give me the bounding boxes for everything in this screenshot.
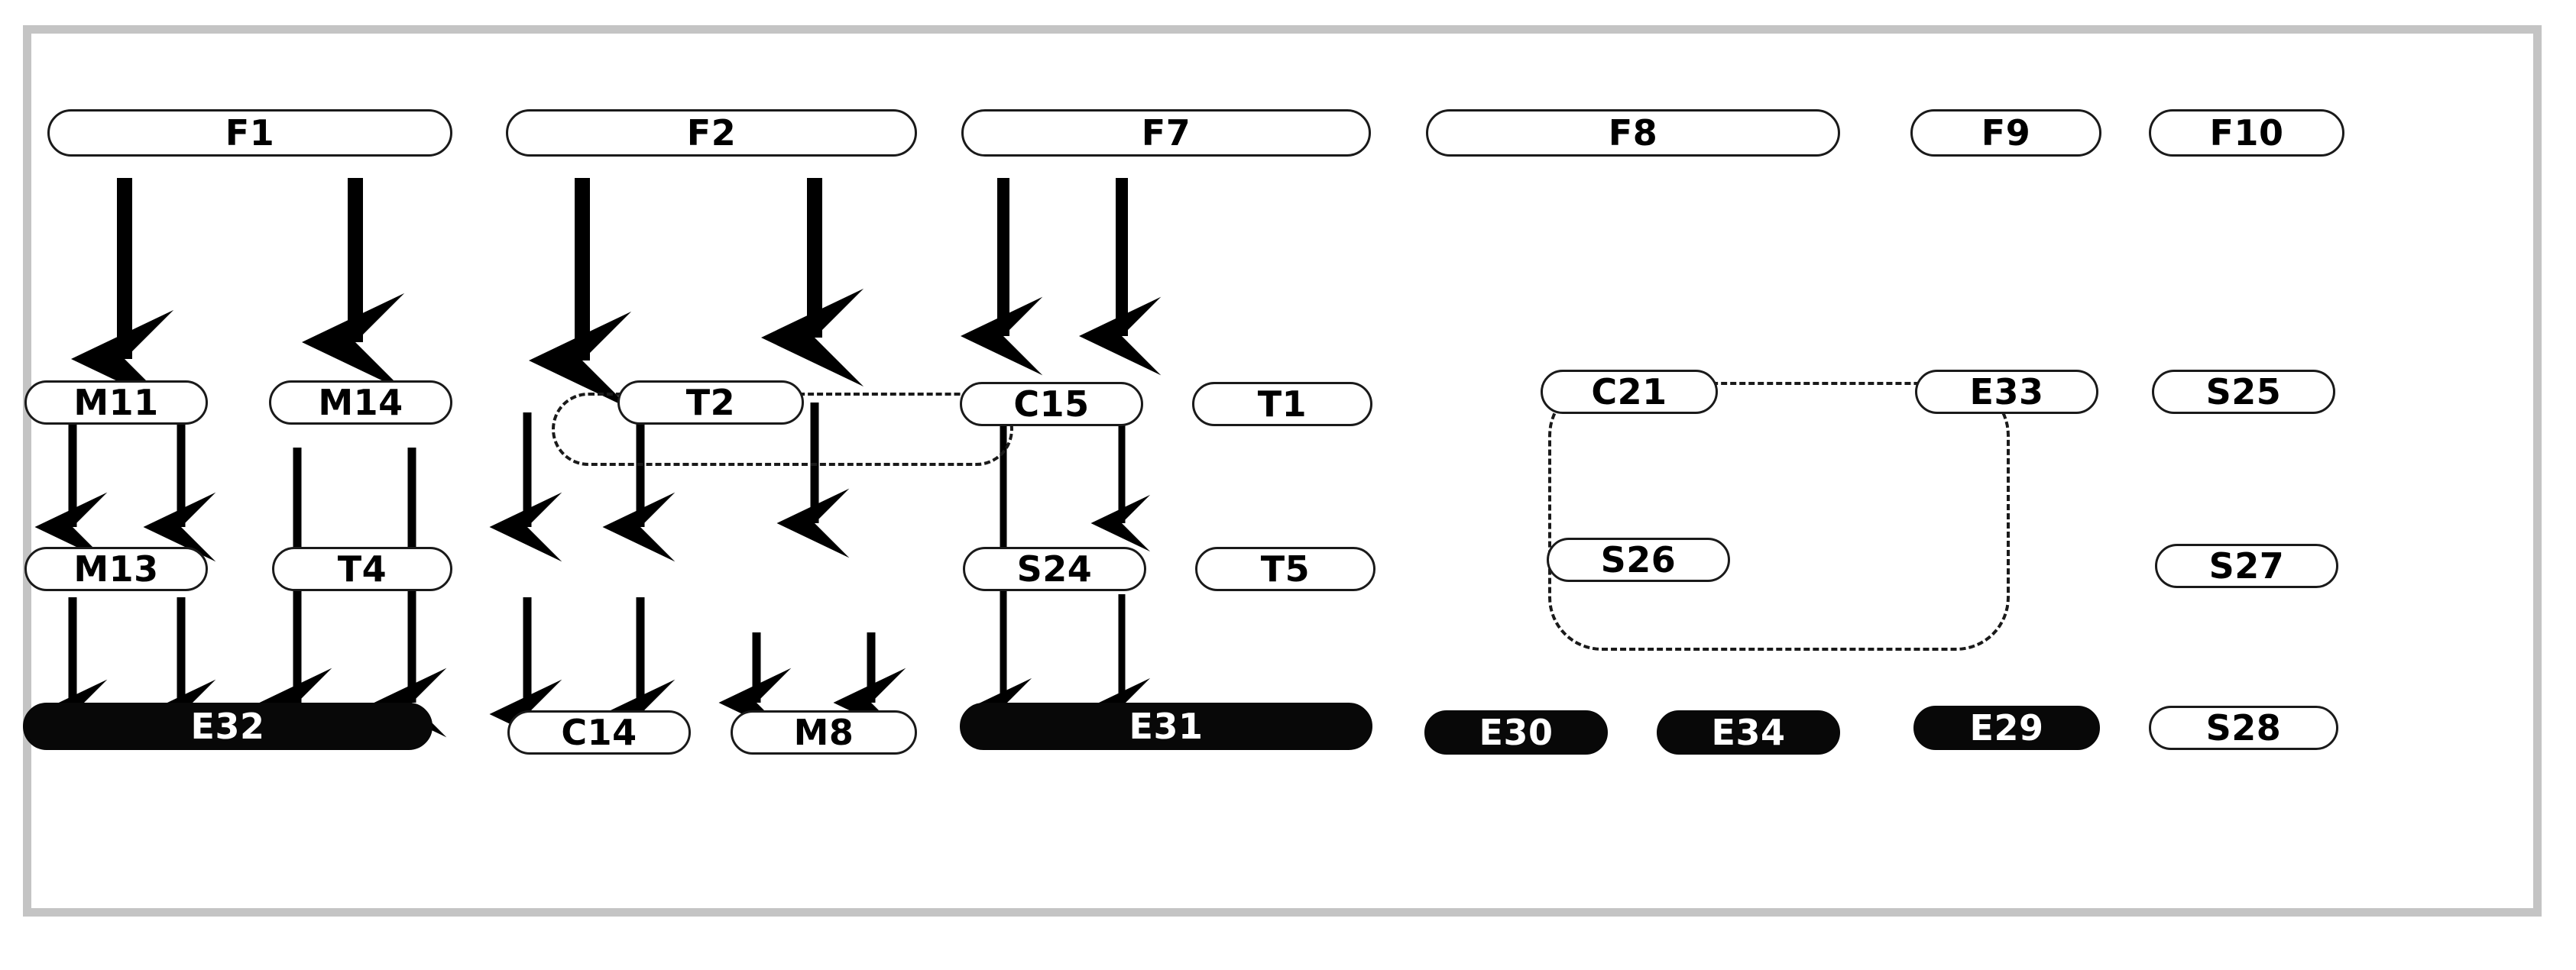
node-m11[interactable]: M11 bbox=[24, 380, 208, 425]
node-m11-label: M11 bbox=[73, 382, 159, 423]
node-t4-label: T4 bbox=[337, 548, 387, 590]
node-e32-label: E32 bbox=[190, 706, 265, 747]
node-f10-label: F10 bbox=[2209, 112, 2284, 154]
node-c14[interactable]: C14 bbox=[507, 710, 691, 755]
node-t2[interactable]: T2 bbox=[617, 380, 804, 425]
node-s27[interactable]: S27 bbox=[2155, 544, 2338, 588]
node-s25-label: S25 bbox=[2205, 371, 2282, 412]
node-c21-label: C21 bbox=[1591, 371, 1667, 412]
node-e29[interactable]: E29 bbox=[1913, 706, 2100, 750]
node-t4[interactable]: T4 bbox=[272, 547, 452, 591]
node-s26-label: S26 bbox=[1600, 539, 1677, 580]
node-e30-label: E30 bbox=[1479, 712, 1554, 753]
node-c15-label: C15 bbox=[1013, 383, 1090, 425]
node-s27-label: S27 bbox=[2208, 545, 2285, 587]
node-t1-label: T1 bbox=[1257, 383, 1307, 425]
node-s26[interactable]: S26 bbox=[1547, 538, 1730, 582]
node-t2-label: T2 bbox=[685, 382, 736, 423]
node-m14-label: M14 bbox=[318, 382, 403, 423]
node-f1-label: F1 bbox=[225, 112, 275, 154]
node-e34[interactable]: E34 bbox=[1657, 710, 1840, 755]
node-f10[interactable]: F10 bbox=[2149, 109, 2344, 157]
node-e33[interactable]: E33 bbox=[1915, 370, 2098, 414]
node-s28-label: S28 bbox=[2205, 707, 2282, 749]
node-t5[interactable]: T5 bbox=[1195, 547, 1375, 591]
node-e33-label: E33 bbox=[1969, 371, 2044, 412]
node-s25[interactable]: S25 bbox=[2152, 370, 2335, 414]
node-c15[interactable]: C15 bbox=[960, 382, 1143, 426]
node-e30[interactable]: E30 bbox=[1424, 710, 1608, 755]
node-m8-label: M8 bbox=[793, 712, 854, 753]
node-f8-label: F8 bbox=[1608, 112, 1658, 154]
diagram-frame-border bbox=[23, 25, 2542, 917]
node-f7-label: F7 bbox=[1141, 112, 1191, 154]
node-e29-label: E29 bbox=[1969, 707, 2044, 749]
node-f9-label: F9 bbox=[1981, 112, 2031, 154]
node-t5-label: T5 bbox=[1260, 548, 1311, 590]
node-s28[interactable]: S28 bbox=[2149, 706, 2338, 750]
node-f1[interactable]: F1 bbox=[47, 109, 452, 157]
node-f7[interactable]: F7 bbox=[961, 109, 1371, 157]
node-m8[interactable]: M8 bbox=[731, 710, 917, 755]
cluster-f8 bbox=[1548, 382, 2010, 651]
node-e31[interactable]: E31 bbox=[960, 703, 1372, 750]
node-m13[interactable]: M13 bbox=[24, 547, 208, 591]
node-s24-label: S24 bbox=[1016, 548, 1093, 590]
node-c21[interactable]: C21 bbox=[1541, 370, 1718, 414]
node-f9[interactable]: F9 bbox=[1910, 109, 2101, 157]
node-s24[interactable]: S24 bbox=[963, 547, 1146, 591]
node-m13-label: M13 bbox=[73, 548, 159, 590]
node-m14[interactable]: M14 bbox=[269, 380, 452, 425]
node-t1[interactable]: T1 bbox=[1192, 382, 1372, 426]
node-f8[interactable]: F8 bbox=[1426, 109, 1840, 157]
node-e32[interactable]: E32 bbox=[23, 703, 433, 750]
node-f2-label: F2 bbox=[686, 112, 737, 154]
node-c14-label: C14 bbox=[561, 712, 637, 753]
node-f2[interactable]: F2 bbox=[506, 109, 917, 157]
node-e31-label: E31 bbox=[1129, 706, 1204, 747]
node-e34-label: E34 bbox=[1711, 712, 1786, 753]
